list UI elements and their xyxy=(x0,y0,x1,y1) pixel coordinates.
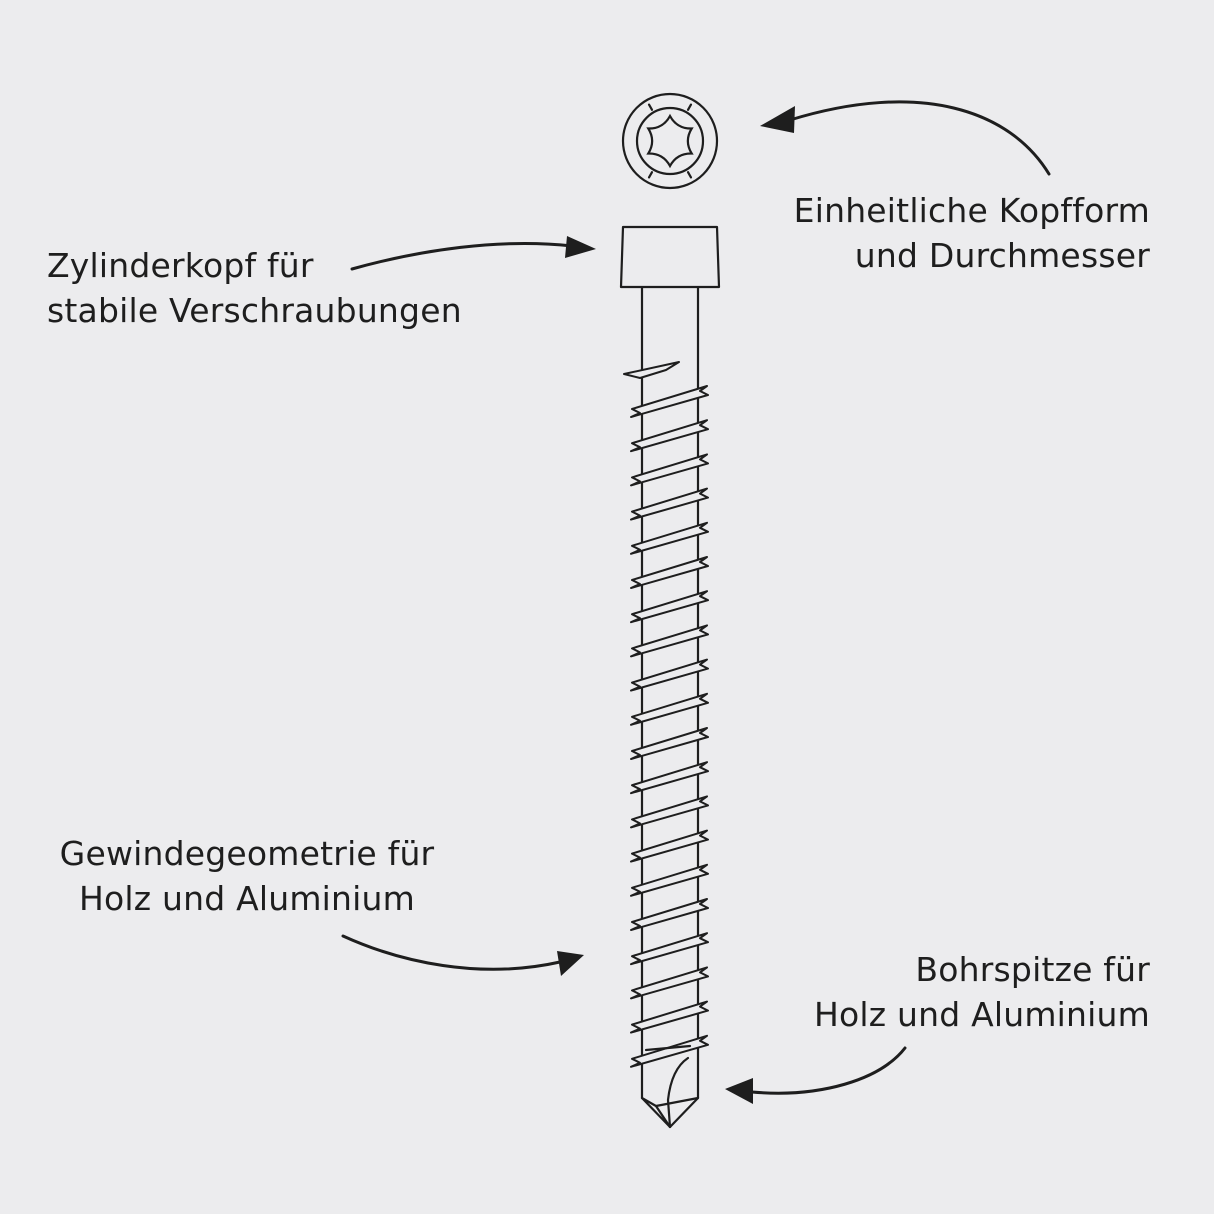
arrowhead-cylinder-head xyxy=(565,236,596,258)
callout-arrow-cylinder-head xyxy=(350,241,574,271)
callout-head-shape-line1: Einheitliche Kopfform xyxy=(793,191,1150,230)
torx-tick xyxy=(647,171,654,179)
callout-tip: Bohrspitze für Holz und Aluminium xyxy=(814,947,1150,1037)
thread-flank xyxy=(630,692,709,726)
thread-flank xyxy=(630,487,709,521)
callout-arrow-thread xyxy=(341,934,562,971)
thread-flank xyxy=(630,727,709,760)
cylinder-head xyxy=(619,225,721,289)
screw-thread xyxy=(623,361,709,1068)
thread-flank xyxy=(630,795,709,829)
torx-tick xyxy=(686,171,693,179)
thread-flank xyxy=(630,385,709,418)
thread-flank xyxy=(630,521,709,555)
callout-tip-line2: Holz und Aluminium xyxy=(814,995,1150,1034)
thread-flank xyxy=(630,863,709,897)
torx-head-icon xyxy=(621,92,719,190)
callout-cylinder-head-line2: stabile Verschraubungen xyxy=(47,291,462,330)
arrowhead-thread xyxy=(557,951,584,976)
thread-flank xyxy=(630,658,709,692)
callout-head-shape: Einheitliche Kopfform und Durchmesser xyxy=(794,188,1150,278)
thread-flank xyxy=(630,829,709,863)
arrowhead-tip xyxy=(725,1078,753,1104)
thread-flank xyxy=(630,1000,709,1034)
callout-arrow-head-shape xyxy=(788,100,1051,176)
torx-tick xyxy=(686,103,693,111)
thread-flank xyxy=(630,556,709,589)
thread-flank xyxy=(630,1034,709,1068)
callout-cylinder-head: Zylinderkopf für stabile Verschraubungen xyxy=(47,243,462,333)
torx-tick xyxy=(647,103,654,111)
callout-head-shape-line2: und Durchmesser xyxy=(854,236,1150,275)
thread-flank xyxy=(630,932,709,966)
arrowhead-head-shape xyxy=(760,106,795,133)
callout-arrow-tip xyxy=(750,1046,907,1095)
drill-tip xyxy=(640,1044,700,1129)
callout-thread-line2: Holz und Aluminium xyxy=(79,879,415,918)
callout-thread-line1: Gewindegeometrie für xyxy=(59,834,435,873)
thread-flank xyxy=(630,453,709,487)
thread-flank xyxy=(630,761,709,795)
thread-flank xyxy=(630,624,709,658)
thread-flank xyxy=(630,419,709,453)
callout-tip-line1: Bohrspitze für xyxy=(915,950,1150,989)
thread-flank xyxy=(630,590,709,624)
callout-thread: Gewindegeometrie für Holz und Aluminium xyxy=(50,831,444,921)
thread-flank xyxy=(630,966,709,1000)
thread-start xyxy=(623,361,680,379)
callout-cylinder-head-line1: Zylinderkopf für xyxy=(47,246,314,285)
thread-flank xyxy=(630,898,709,931)
